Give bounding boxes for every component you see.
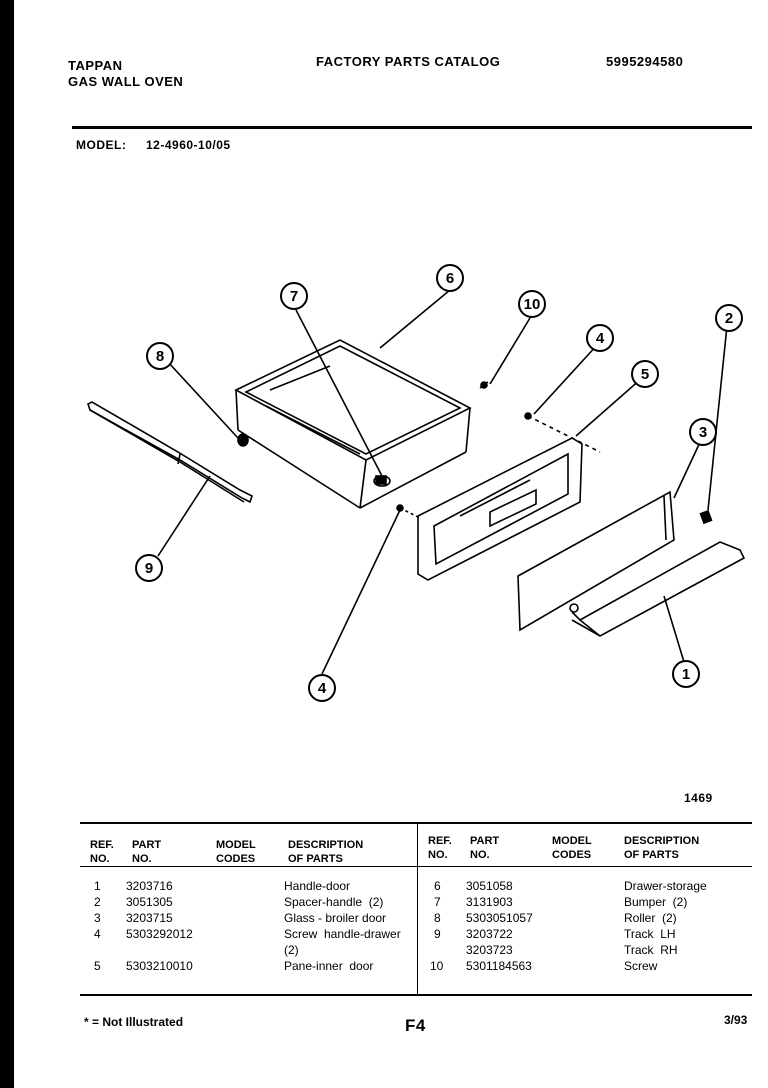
part-no: 5303210010 [126,959,193,973]
callout-label-5: 5 [641,366,649,383]
part-description: Track LH [624,927,676,941]
not-illustrated-note: * = Not Illustrated [84,1015,184,1029]
callout-7 [280,282,308,310]
screw-lower [396,504,421,519]
scan-edge-bar [0,0,14,1088]
part-no: 5301184563 [466,959,532,973]
callout-1 [672,660,700,688]
ref-no: 4 [94,927,101,941]
part-description: Bumper (2) [624,895,688,909]
brand-name: TAPPAN [68,58,123,73]
ref-no: 9 [434,927,441,941]
callout-4-upper [586,324,614,352]
track-rail [87,401,253,504]
part-no: 5303292012 [126,927,193,941]
part-description: Screw [624,959,658,973]
page-code: F4 [405,1016,426,1035]
callout-label-7: 7 [290,288,298,305]
table-header-rule [80,866,752,867]
callout-6 [436,264,464,292]
ref-no: 2 [94,895,101,909]
screw-upper [524,412,601,453]
part-no: 3203715 [126,911,173,925]
handle-spacer [699,509,713,525]
part-description: Roller (2) [624,911,677,925]
model-number: 12-4960-10/05 [146,138,231,152]
callout-2 [715,304,743,332]
part-no: 5303051057 [466,911,533,925]
screw-top [479,381,489,389]
callout-label-4b: 4 [318,680,327,697]
col-ref-left: REF. NO. [90,839,114,865]
callout-5 [631,360,659,388]
col-ref-right: REF. NO. [428,835,452,861]
exploded-parts-diagram: 6 7 10 4 5 2 3 8 9 4 1 [87,264,746,702]
ref-no: 6 [434,879,441,893]
product-name: GAS WALL OVEN [68,74,184,89]
part-description: (2) [284,943,299,957]
ref-no: 7 [434,895,441,909]
ref-no: 8 [434,911,441,925]
storage-drawer-body [234,339,472,509]
catalog-date: 3/93 [724,1013,748,1027]
callout-label-10: 10 [524,296,541,313]
catalog-number: 5995294580 [606,54,684,69]
callout-3 [689,418,717,446]
part-no: 3131903 [466,895,513,909]
callout-label-9: 9 [145,560,153,577]
col-part-left: PART NO. [132,839,162,865]
part-no: 3203716 [126,879,173,893]
col-part-right: PART NO. [470,835,500,861]
part-description: Pane-inner door [284,959,374,973]
part-no: 3203723 [466,943,513,957]
drawing-number: 1469 [684,791,713,805]
callout-4-lower [308,674,336,702]
part-no: 3051305 [126,895,173,909]
part-no: 3203722 [466,927,513,941]
col-model-left: MODEL CODES [216,839,256,865]
table-top-rule [80,822,752,824]
glass-broiler-door [517,490,675,632]
drawer-front-panel [417,437,583,581]
callout-label-8: 8 [156,348,164,365]
callout-label-4a: 4 [596,330,605,347]
part-no: 3051058 [466,879,513,893]
callout-label-6: 6 [446,270,454,287]
part-description: Drawer-storage [624,879,707,893]
ref-no: 5 [94,959,101,973]
col-model-right: MODEL CODES [552,835,592,861]
col-desc-right: DESCRIPTION OF PARTS [624,835,700,861]
callout-9 [135,554,163,582]
header-rule [72,126,752,129]
catalog-title: FACTORY PARTS CATALOG [316,54,501,69]
callout-10 [518,290,546,318]
part-description: Glass - broiler door [284,911,387,925]
ref-no: 3 [94,911,101,925]
door-handle [569,541,746,637]
callout-label-1: 1 [682,666,690,683]
part-description: Handle-door [284,879,351,893]
part-description: Spacer-handle (2) [284,895,384,909]
callout-label-2: 2 [725,310,733,327]
table-bottom-rule [80,994,752,996]
callout-8 [146,342,174,370]
part-description: Track RH [624,943,678,957]
part-description: Screw handle-drawer [284,927,401,941]
table-divider [417,822,418,994]
ref-no: 1 [94,879,101,893]
col-desc-left: DESCRIPTION OF PARTS [288,839,364,865]
ref-no: 10 [430,959,444,973]
callout-label-3: 3 [699,424,707,441]
model-label: MODEL: [76,138,127,152]
